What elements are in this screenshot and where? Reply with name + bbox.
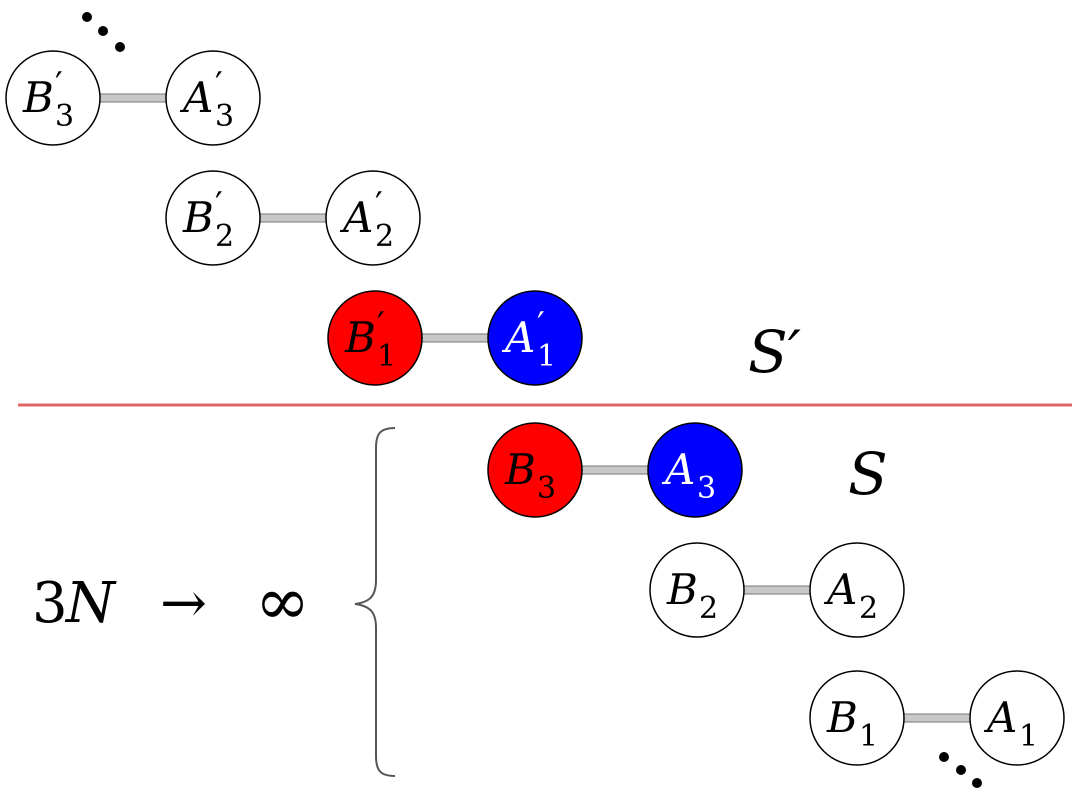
upper-node-b3-letter: B [22, 73, 54, 122]
limit-n: N [64, 571, 117, 636]
upper-node-b1-letter: B [344, 313, 376, 362]
limit-infinity: ∞ [255, 563, 310, 640]
upper-node-a3-letter: A [179, 73, 213, 122]
lower-node-a3-letter: A [661, 445, 695, 494]
region-label-s: S [848, 440, 888, 508]
upper-node-b2-prime: ′ [215, 185, 223, 225]
lower-node-b3-subscript: 3 [537, 471, 556, 506]
upper-node-a2: A′2 [325, 170, 421, 266]
upper-node-a2-prime: ′ [375, 185, 383, 225]
lower-node-b3-circle [487, 422, 583, 518]
upper-node-b3-prime: ′ [55, 65, 63, 105]
upper-node-b3-subscript: 3 [55, 99, 74, 134]
upper-node-a1-letter: A [501, 313, 535, 362]
lower-node-b2-subscript: 2 [699, 591, 718, 626]
upper-node-b3: B′3 [5, 50, 101, 146]
upper-node-a1: A′1 [487, 290, 583, 386]
upper-node-a3-circle [165, 50, 261, 146]
upper-node-b2: B′2 [165, 170, 261, 266]
upper-node-b3-circle [5, 50, 101, 146]
upper-bond-3 [421, 333, 489, 343]
upper-node-b1-subscript: 1 [377, 339, 396, 374]
upper-node-a1-subscript: 1 [537, 339, 556, 374]
upper-node-b2-circle [165, 170, 261, 266]
upper-node-b1-circle [327, 290, 423, 386]
upper-node-b1-prime: ′ [377, 305, 385, 345]
lower-bond-2 [743, 585, 811, 595]
upper-bond-2 [259, 213, 327, 223]
lower-node-a2-letter: A [823, 565, 857, 614]
upper-node-a2-letter: A [339, 193, 373, 242]
lower-node-b3-letter: B [504, 445, 536, 494]
lower-node-a1-letter: A [983, 693, 1017, 742]
lower-node-b1-subscript: 1 [859, 719, 878, 754]
lower-node-a3-circle [647, 422, 743, 518]
limit-arrow: → [160, 571, 207, 636]
region-label-s-prime: S′ [748, 318, 801, 386]
lower-node-a2-circle [809, 542, 905, 638]
lower-node-a2-subscript: 2 [859, 591, 878, 626]
upper-node-a3-prime: ′ [215, 65, 223, 105]
limit-three: 3 [32, 571, 68, 636]
lower-node-a1-circle [969, 670, 1065, 766]
lower-bond-3 [903, 713, 971, 723]
upper-node-a3: A′3 [165, 50, 261, 146]
upper-node-b2-letter: B [182, 193, 214, 242]
lower-node-a1-subscript: 1 [1019, 719, 1038, 754]
upper-node-a1-circle [487, 290, 583, 386]
lower-node-a3-subscript: 3 [697, 471, 716, 506]
upper-node-b1: B′1 [327, 290, 423, 386]
lower-node-b2-letter: B [666, 565, 698, 614]
limit-label: 3 N → ∞ [32, 563, 310, 640]
lower-node-b2-circle [649, 542, 745, 638]
upper-node-a2-subscript: 2 [375, 219, 394, 254]
upper-bond-1 [99, 93, 167, 103]
upper-node-a2-circle [325, 170, 421, 266]
upper-node-a1-prime: ′ [537, 305, 545, 345]
lower-node-b1-circle [809, 670, 905, 766]
lower-node-b1-letter: B [826, 693, 858, 742]
curly-brace [354, 427, 396, 777]
continuation-dots-bottom [939, 752, 982, 788]
upper-node-b2-subscript: 2 [215, 219, 234, 254]
upper-node-a3-subscript: 3 [215, 99, 234, 134]
continuation-dots-top [82, 12, 125, 52]
lower-bond-1 [581, 465, 649, 475]
